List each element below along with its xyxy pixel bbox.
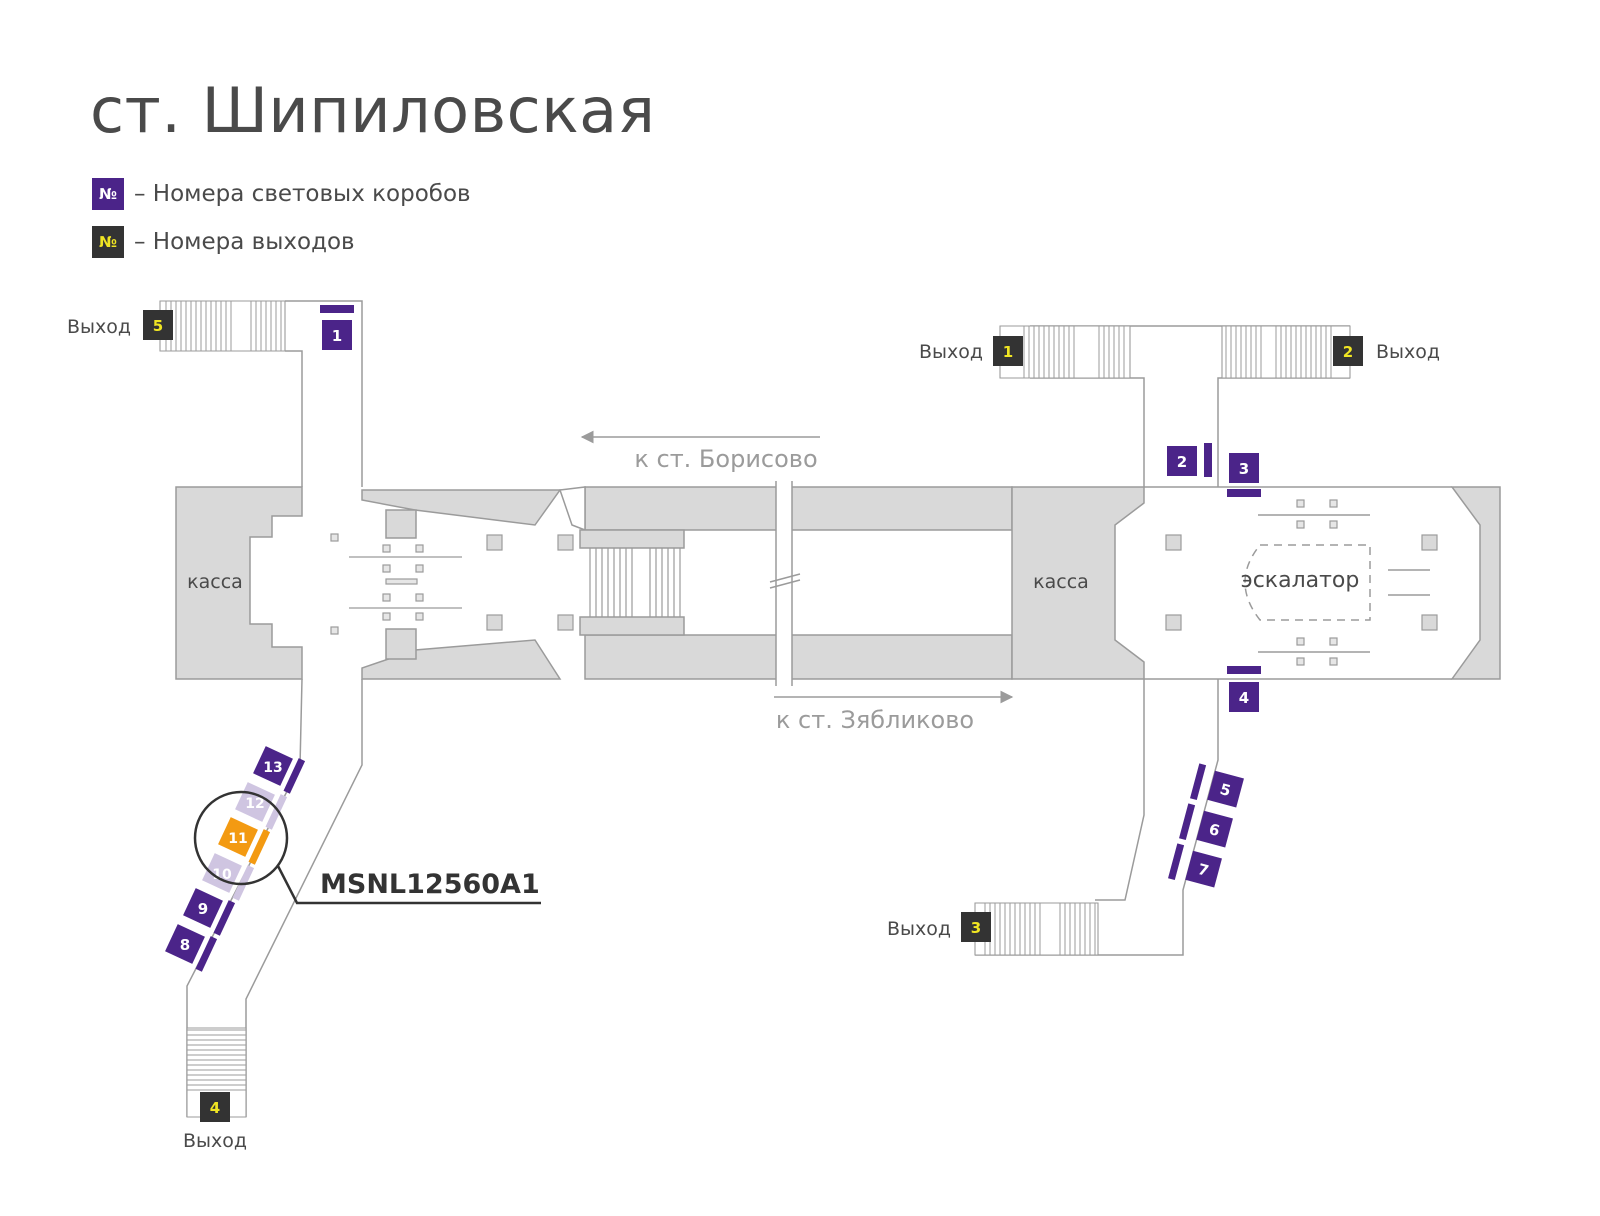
lightbox-bar <box>1190 763 1207 801</box>
escalator-label: эскалатор <box>1241 568 1360 593</box>
callout-line <box>276 865 541 905</box>
exit-label: Выход <box>67 316 131 338</box>
exit-label: Выход <box>887 918 951 940</box>
lightbox-bar <box>1168 843 1185 881</box>
lightbox-bar <box>213 900 236 936</box>
lightbox-bar <box>265 794 288 830</box>
lightbox-badge <box>1167 446 1197 476</box>
lightbox-bar <box>1227 666 1261 674</box>
exit-1[interactable]: Выход 1 <box>919 336 1023 366</box>
lightbox-number: 10 <box>212 867 232 883</box>
exit-badge <box>143 310 173 340</box>
lightbox-bar <box>1179 803 1196 841</box>
lightbox-number: 13 <box>263 760 282 776</box>
exit-number: 5 <box>153 317 163 335</box>
lightbox-13[interactable]: 13 <box>252 743 306 794</box>
legend-text-exit: – Номера выходов <box>134 229 355 255</box>
exit-4[interactable]: 4 Выход <box>183 1092 247 1152</box>
lightbox-8[interactable]: 8 <box>164 921 218 972</box>
exit-label: Выход <box>183 1130 247 1152</box>
lightbox-number: 5 <box>1218 780 1233 800</box>
lightbox-2[interactable]: 2 <box>1167 443 1212 477</box>
lightbox-number: 9 <box>198 900 208 918</box>
legend-exit-numbers: № – Номера выходов <box>92 226 355 258</box>
lightbox-bar <box>248 829 271 865</box>
lightbox-bar <box>1204 443 1212 477</box>
lightbox-10[interactable]: 10 <box>201 850 255 901</box>
lightbox-4[interactable]: 4 <box>1227 666 1261 712</box>
legend-text-lightbox: – Номера световых коробов <box>134 181 471 207</box>
legend-lightbox-numbers: № – Номера световых коробов <box>92 178 471 210</box>
lightbox-badge <box>253 746 293 786</box>
lightbox-bar <box>320 305 354 313</box>
middle-platform <box>558 481 1013 686</box>
lightbox-number: 3 <box>1239 460 1249 478</box>
page-title: ст. Шипиловская <box>90 74 656 147</box>
lightbox-bar <box>195 936 218 972</box>
lightbox-badge <box>165 924 205 964</box>
lightbox-badge <box>322 320 352 350</box>
exit-badge <box>1333 336 1363 366</box>
lightbox-bar <box>283 758 306 794</box>
lightbox-bar <box>1227 489 1261 497</box>
direction-borisovo-label: к ст. Борисово <box>634 445 817 473</box>
exit-number: 1 <box>1003 343 1013 361</box>
lightbox-5[interactable]: 5 <box>1190 763 1245 810</box>
exit-2[interactable]: 2 Выход <box>1333 336 1440 366</box>
lightbox-badge <box>1185 850 1222 888</box>
lightbox-badge <box>218 817 258 857</box>
exit-5[interactable]: Выход 5 <box>67 310 173 340</box>
legend-swatch-exit: № <box>92 226 124 258</box>
exit-badge <box>993 336 1023 366</box>
lightbox-badge <box>1196 810 1233 848</box>
lightbox-1[interactable]: 1 <box>320 305 354 350</box>
kassa-right-label: касса <box>1033 571 1089 593</box>
right-concourse <box>975 325 1501 956</box>
lightbox-number: 7 <box>1196 860 1211 880</box>
lightbox-badge <box>1207 770 1244 808</box>
legend-swatch-lightbox: № <box>92 178 124 210</box>
lightbox-number: 1 <box>332 327 342 345</box>
lightbox-number: 8 <box>180 936 190 954</box>
right-concourse-markers <box>1165 499 1438 666</box>
exit-number: 4 <box>210 1099 220 1117</box>
lightbox-7[interactable]: 7 <box>1168 843 1223 890</box>
lightbox-9[interactable]: 9 <box>182 885 236 936</box>
lightbox-number: 6 <box>1207 820 1222 840</box>
left-concourse <box>175 300 562 1117</box>
stair-steps <box>165 301 1332 1091</box>
kassa-left-label: касса <box>187 571 243 593</box>
exit-number: 2 <box>1343 343 1353 361</box>
lightbox-11[interactable]: 11 <box>217 814 271 865</box>
lightbox-badge <box>183 888 223 928</box>
highlight-code: MSNL12560A1 <box>320 869 540 900</box>
left-concourse-markers <box>330 533 574 635</box>
lightbox-12[interactable]: 12 <box>234 779 288 830</box>
lightbox-3[interactable]: 3 <box>1227 453 1261 497</box>
lightbox-number: 2 <box>1177 453 1187 471</box>
lightbox-badge <box>1229 453 1259 483</box>
highlight-callout[interactable]: MSNL12560A1 <box>193 790 541 905</box>
lightbox-number: 11 <box>228 831 247 847</box>
direction-arrows <box>580 430 1014 704</box>
exit-label: Выход <box>1376 341 1440 363</box>
exit-3[interactable]: Выход 3 <box>887 912 991 942</box>
lightbox-6[interactable]: 6 <box>1179 803 1234 850</box>
exit-badge <box>200 1092 230 1122</box>
direction-zyablikovo-label: к ст. Зябликово <box>776 706 974 734</box>
exit-stairs <box>159 300 1351 1118</box>
exit-badge <box>961 912 991 942</box>
lightbox-badge <box>1229 682 1259 712</box>
lightbox-number: 12 <box>245 796 264 812</box>
exit-label: Выход <box>919 341 983 363</box>
lightbox-number: 4 <box>1239 689 1249 707</box>
middle-stairs <box>589 548 681 617</box>
exit-number: 3 <box>971 919 981 937</box>
highlight-circle <box>193 790 289 886</box>
